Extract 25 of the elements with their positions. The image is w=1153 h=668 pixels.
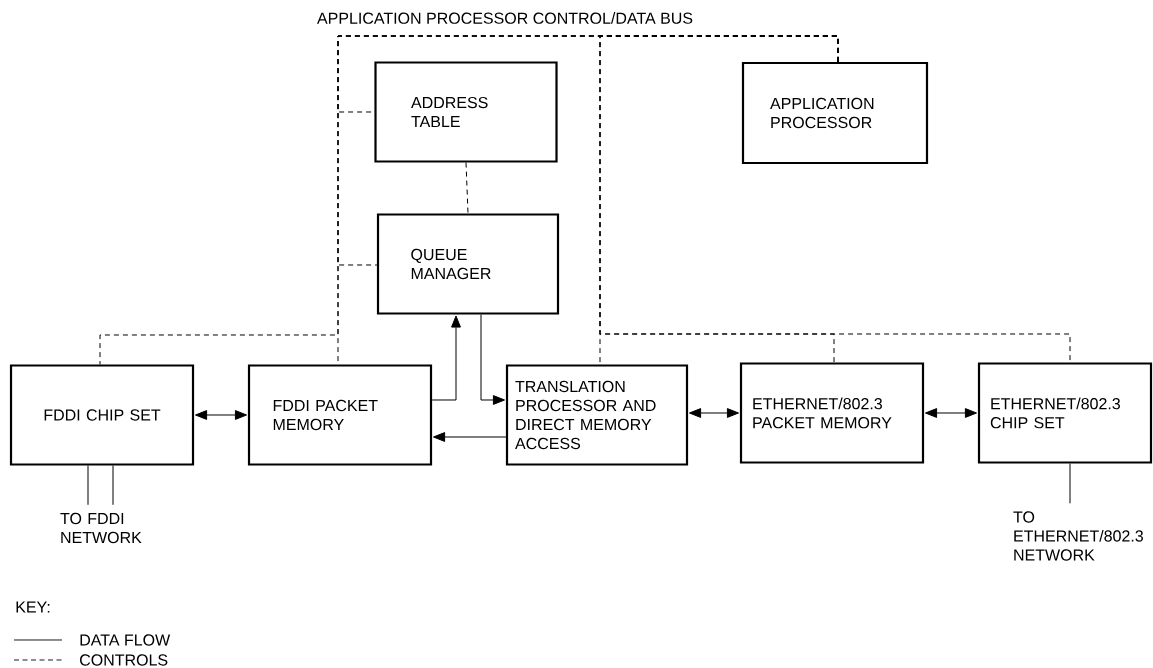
line xyxy=(1069,463,1071,504)
control-line xyxy=(465,162,469,214)
key-heading: KEY: xyxy=(16,601,50,613)
block-box: ETHERNET/802.3 CHIP SET xyxy=(977,362,1153,464)
control-line xyxy=(599,35,1071,363)
destination-label: TO FDDI NETWORK xyxy=(60,512,142,544)
block-box: APPLICATION PROCESSOR xyxy=(741,61,929,165)
arrow xyxy=(195,410,247,420)
block-box: TRANSLATION PROCESSOR AND DIRECT MEMORY ACCESS xyxy=(505,364,689,466)
bus-label: APPLICATION PROCESSOR CONTROL/DATA BUS xyxy=(317,12,693,24)
line xyxy=(112,465,114,506)
legend-entry: CONTROLS xyxy=(13,654,168,666)
arrow xyxy=(433,432,507,442)
arrow xyxy=(925,408,977,418)
block-box: FDDI CHIP SET xyxy=(9,364,195,466)
arrow xyxy=(689,408,739,418)
line xyxy=(87,465,89,506)
block-box: ETHERNET/802.3 PACKET MEMORY xyxy=(739,362,925,464)
arrow xyxy=(431,315,461,401)
block-box: FDDI PACKET MEMORY xyxy=(247,364,433,466)
arrow xyxy=(480,314,505,405)
block-box: ADDRESS TABLE xyxy=(374,61,558,163)
destination-label: TO ETHERNET/802.3 NETWORK xyxy=(1013,511,1143,561)
block-box: QUEUE MANAGER xyxy=(376,213,560,315)
legend-entry: DATA FLOW xyxy=(13,634,171,646)
